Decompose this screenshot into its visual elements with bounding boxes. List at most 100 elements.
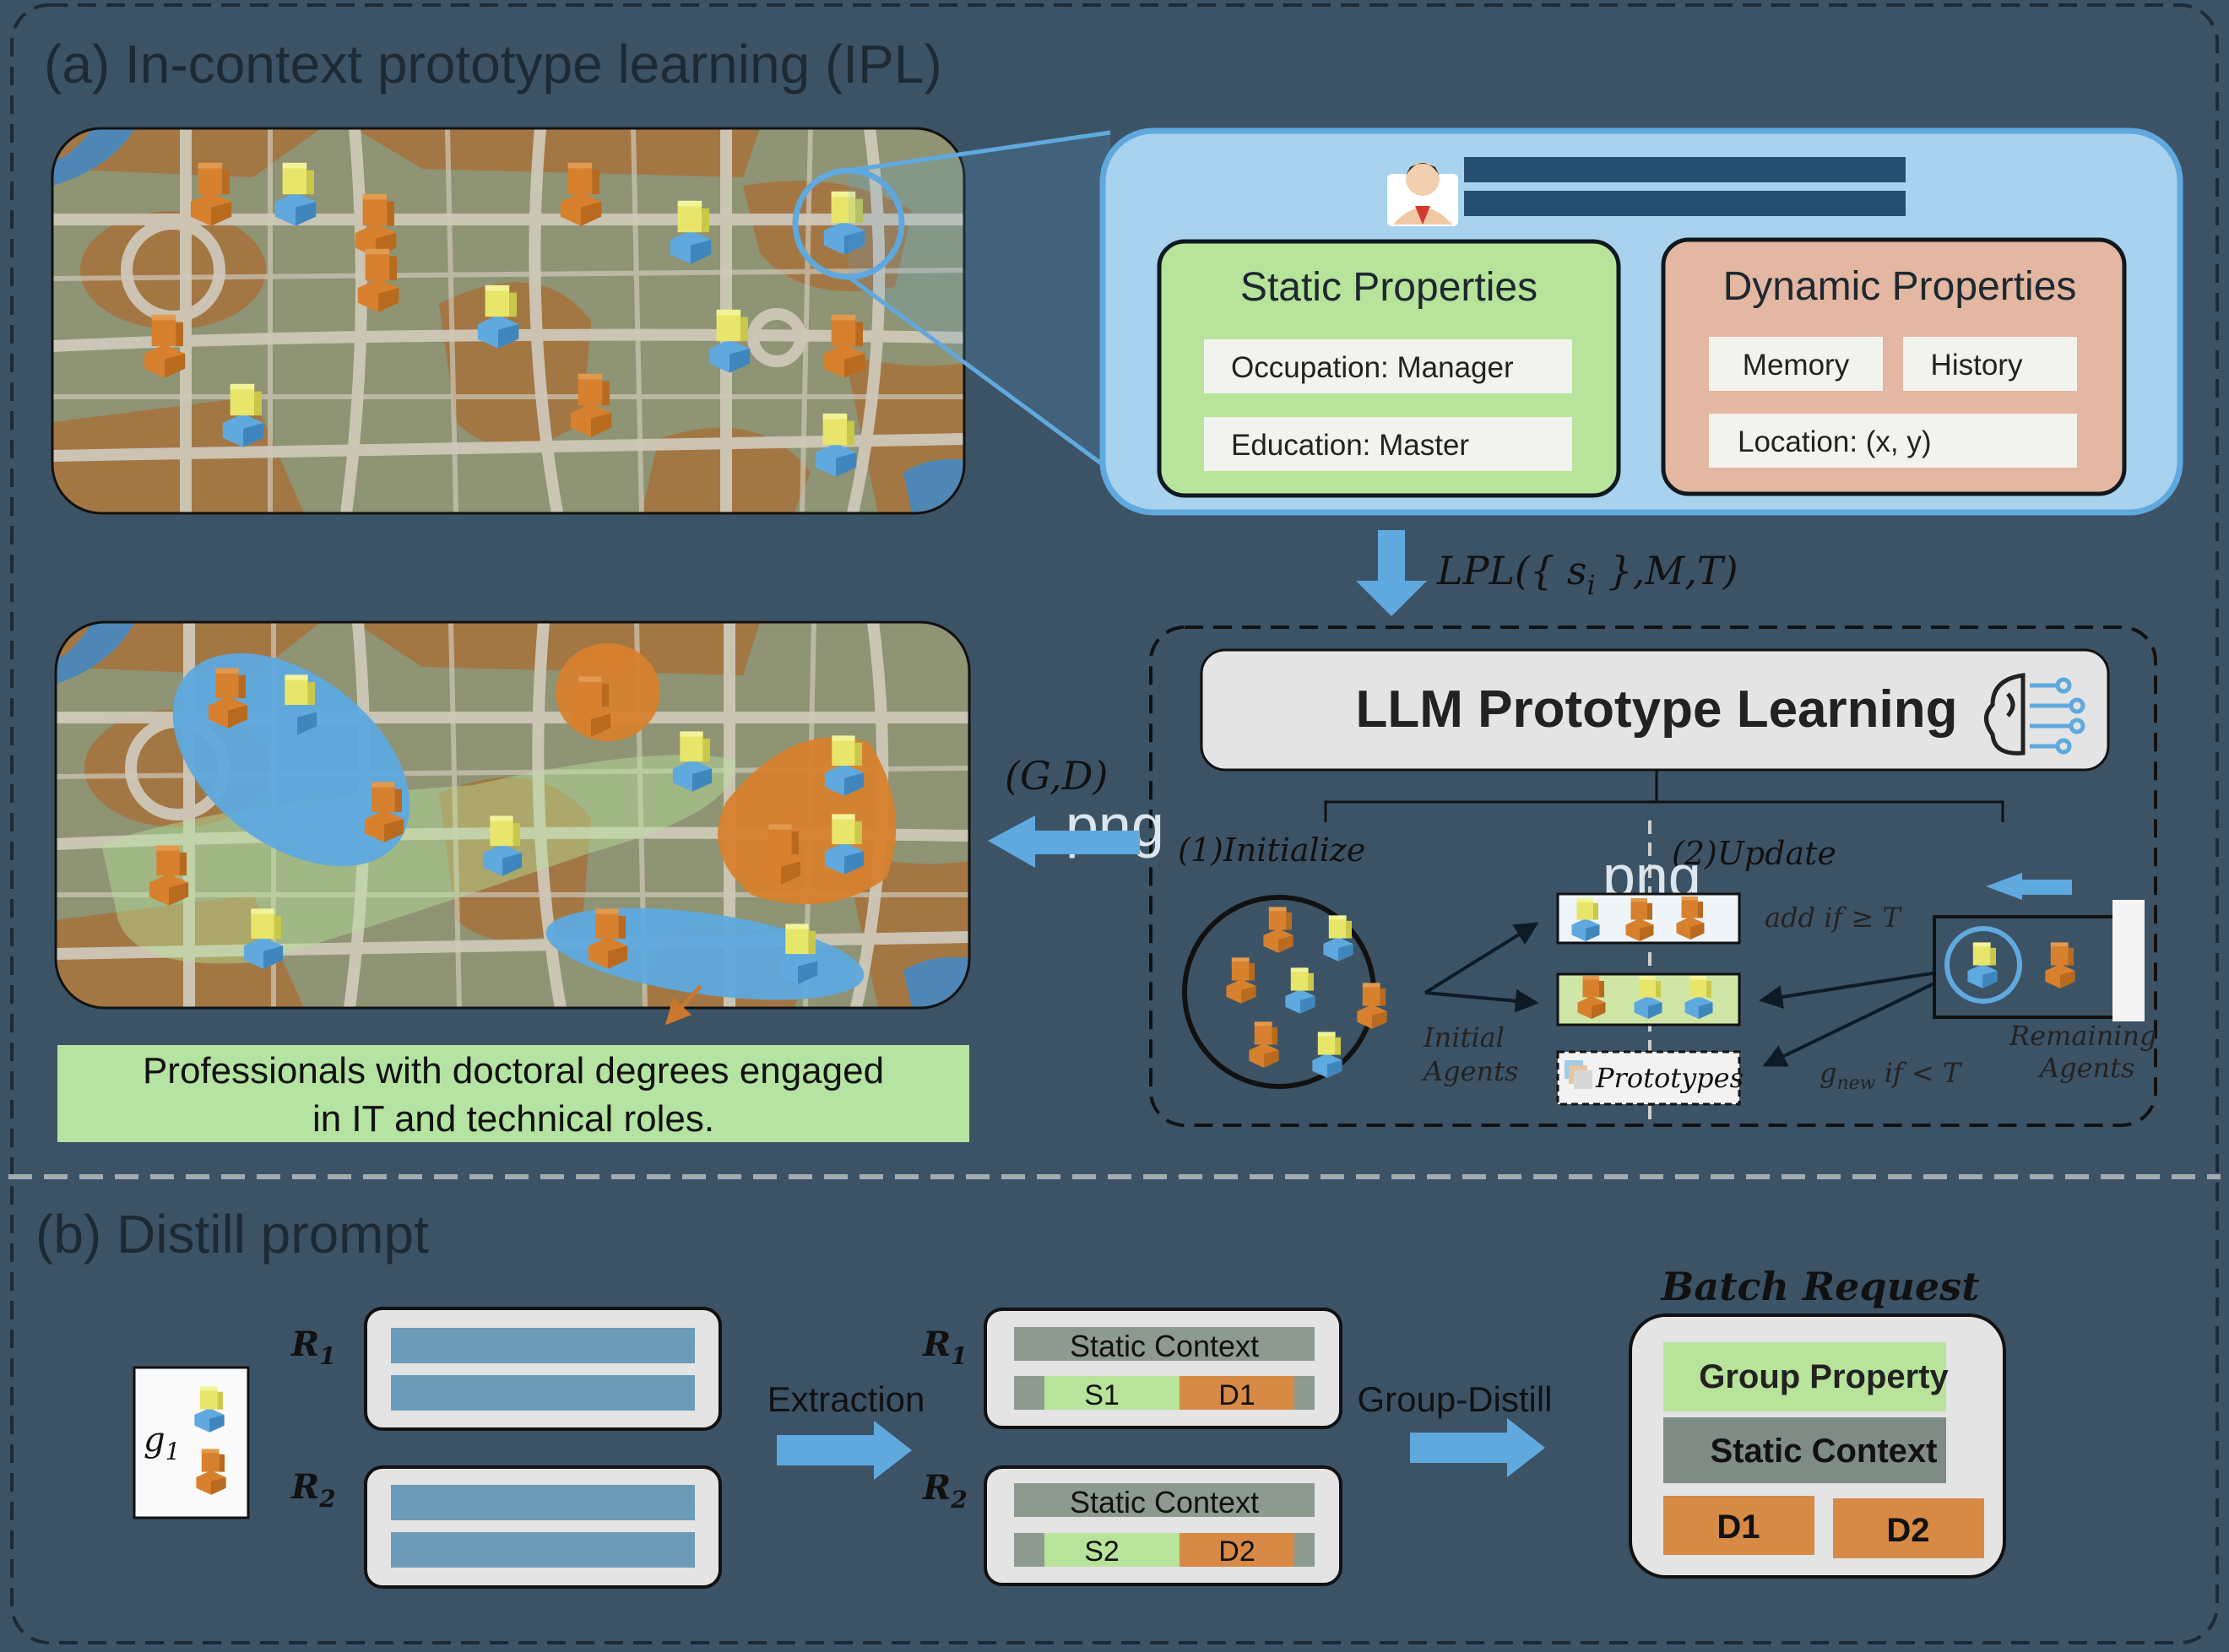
dynamic-item-location-box	[1709, 414, 2077, 468]
agent-figure	[560, 162, 602, 226]
context-r1-d-box	[1180, 1376, 1294, 1410]
profile-desc-bar	[1464, 191, 1906, 216]
agent-figure	[824, 814, 865, 875]
static-item-occupation: Occupation: Manager	[1231, 351, 1514, 384]
static-properties-heading: Static Properties	[1240, 265, 1538, 310]
agent-figure	[243, 908, 284, 969]
prototypes-icon	[1565, 1060, 1592, 1089]
caption-pointer	[664, 984, 702, 1026]
request-r1-bar-1	[391, 1328, 695, 1363]
agent-figure	[1323, 915, 1353, 961]
context-r2-pad-right	[1294, 1533, 1315, 1567]
r1-label-right: R1	[922, 1324, 968, 1370]
remaining-agents-cluster	[1967, 942, 2075, 988]
dynamic-item-history: History	[1931, 349, 2023, 382]
user-avatar-icon	[1387, 162, 1458, 226]
steps-bracket	[1324, 800, 2004, 822]
agent-figure	[144, 314, 186, 378]
group-distill-arrow	[1410, 1418, 1545, 1477]
agent-figure	[222, 383, 264, 447]
agent-figure	[274, 162, 317, 226]
arrow-to-group-2	[1424, 988, 1539, 1013]
dynamic-properties-heading: Dynamic Properties	[1723, 264, 2077, 309]
request-r2-bar-2	[391, 1532, 695, 1568]
agent-figure	[277, 674, 317, 735]
agent-figure	[1249, 1021, 1279, 1068]
group-property-box	[1663, 1342, 1946, 1411]
prototype-group-agents	[1571, 896, 1713, 1019]
request-r1-box	[364, 1307, 722, 1431]
dynamic-item-memory: Memory	[1743, 349, 1850, 382]
g1-box	[133, 1366, 250, 1519]
extraction-arrow	[777, 1421, 912, 1480]
city-map-top-border	[51, 127, 966, 515]
down-arrow	[1356, 530, 1427, 616]
agent-figure	[208, 668, 248, 729]
zoom-line-top	[848, 130, 1111, 173]
left-arrow	[988, 815, 1140, 868]
context-r2-static: Static Context	[1070, 1485, 1259, 1519]
g1-agents	[194, 1386, 226, 1495]
agent-figure	[1967, 942, 1998, 988]
context-r1-d: D1	[1218, 1379, 1255, 1411]
agent-figure	[1357, 983, 1387, 1029]
g1-label: g1	[144, 1421, 180, 1465]
arrow-remaining-to-group	[1759, 967, 1960, 1009]
gnew-label: gnew if < T	[1820, 1057, 1963, 1094]
prototypes-label: Prototypes	[1595, 1062, 1744, 1094]
profile-name-bar	[1464, 157, 1906, 182]
agent-figure	[1625, 898, 1654, 941]
r1-label-left: R1	[290, 1324, 336, 1370]
step-update: (2)Update	[1672, 835, 1836, 872]
agent-figure	[588, 908, 628, 969]
zoom-line-bottom	[847, 274, 1112, 473]
agent-figure	[364, 782, 404, 842]
remaining-agents-box	[1933, 915, 2117, 1019]
dynamic-item-memory-box	[1709, 337, 1883, 391]
lpl-formula: LPL({ si },M,T)	[1436, 548, 1738, 601]
r2-label-left: R2	[290, 1467, 336, 1513]
batch-d1-label: D1	[1716, 1508, 1760, 1546]
agent-figure	[477, 284, 519, 349]
map-bottom-agents	[149, 668, 865, 984]
static-item-education: Education: Master	[1231, 429, 1469, 462]
step-initialize: (1)Initialize	[1178, 831, 1365, 869]
agent-figure	[196, 1449, 226, 1495]
agent-figure	[1634, 976, 1662, 1019]
context-r1-s-box	[1044, 1376, 1180, 1410]
static-item-occupation-box	[1204, 339, 1572, 393]
agent-figure	[1285, 967, 1315, 1014]
context-r1-pad-left	[1014, 1376, 1044, 1410]
dynamic-item-location: Location: (x, y)	[1738, 425, 1932, 458]
extraction-label: Extraction	[767, 1379, 925, 1419]
caption-box	[57, 1045, 969, 1142]
agent-figure	[761, 824, 801, 885]
agent-figure	[357, 248, 399, 312]
context-r2-d: D2	[1218, 1536, 1255, 1568]
arrow-remaining-to-new	[1762, 969, 1961, 1067]
context-r2-static-box	[1014, 1483, 1315, 1517]
agent-figure	[1263, 907, 1293, 953]
context-r1-s: S1	[1084, 1379, 1120, 1411]
agent-figure	[823, 191, 865, 255]
caption-line-1: Professionals with doctoral degrees enga…	[143, 1050, 884, 1091]
context-r2-pad-left	[1014, 1533, 1044, 1567]
remaining-agents-strip	[2112, 900, 2145, 1021]
agent-figure	[1676, 896, 1705, 940]
context-r1-pad-right	[1294, 1376, 1315, 1410]
agent-figure	[570, 373, 612, 437]
outer-frame	[10, 3, 2219, 1644]
context-r1-static: Static Context	[1070, 1329, 1259, 1363]
map-top-agents	[144, 162, 865, 477]
batch-d2-label: D2	[1886, 1512, 1929, 1549]
agent-figure	[2045, 942, 2075, 988]
context-r2-d-box	[1180, 1533, 1294, 1567]
static-item-education-box	[1204, 417, 1572, 471]
agent-figure	[1571, 898, 1600, 941]
context-r2-s: S2	[1084, 1536, 1120, 1568]
city-map-bottom	[56, 622, 969, 1008]
llm-title: LLM Prototype Learning	[1356, 680, 1958, 739]
gd-label: (G,D)	[1005, 753, 1109, 799]
